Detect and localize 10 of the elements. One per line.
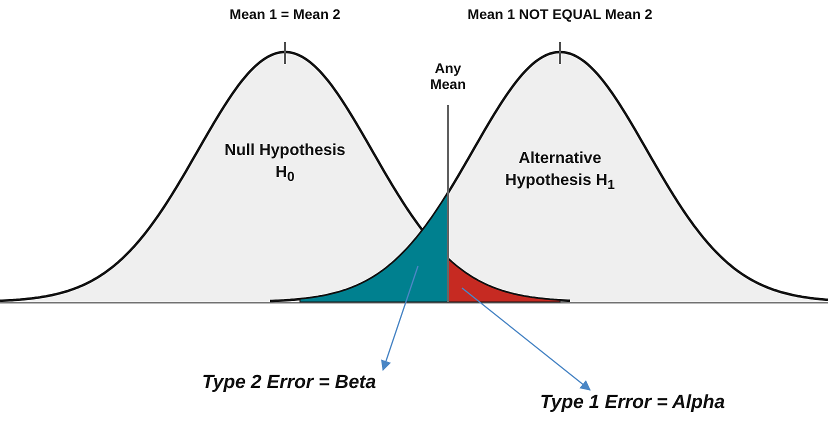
hypothesis-label: Alternative Hypothesis H$_{1}$ (490, 148, 630, 194)
mean-label: Mean 1 = Mean 2 (228, 6, 342, 22)
error-area (448, 258, 560, 302)
mean-label: Mean 1 NOT EQUAL Mean 2 (466, 6, 654, 22)
error-label: Type 2 Error = Beta (202, 372, 376, 394)
hypothesis-label: Null Hypothesis H$_{0}$ (220, 140, 350, 186)
arrow (462, 288, 591, 391)
arrow (381, 266, 419, 371)
error-label: Type 1 Error = Alpha (540, 392, 725, 414)
marker-label: Any Mean (429, 60, 467, 92)
